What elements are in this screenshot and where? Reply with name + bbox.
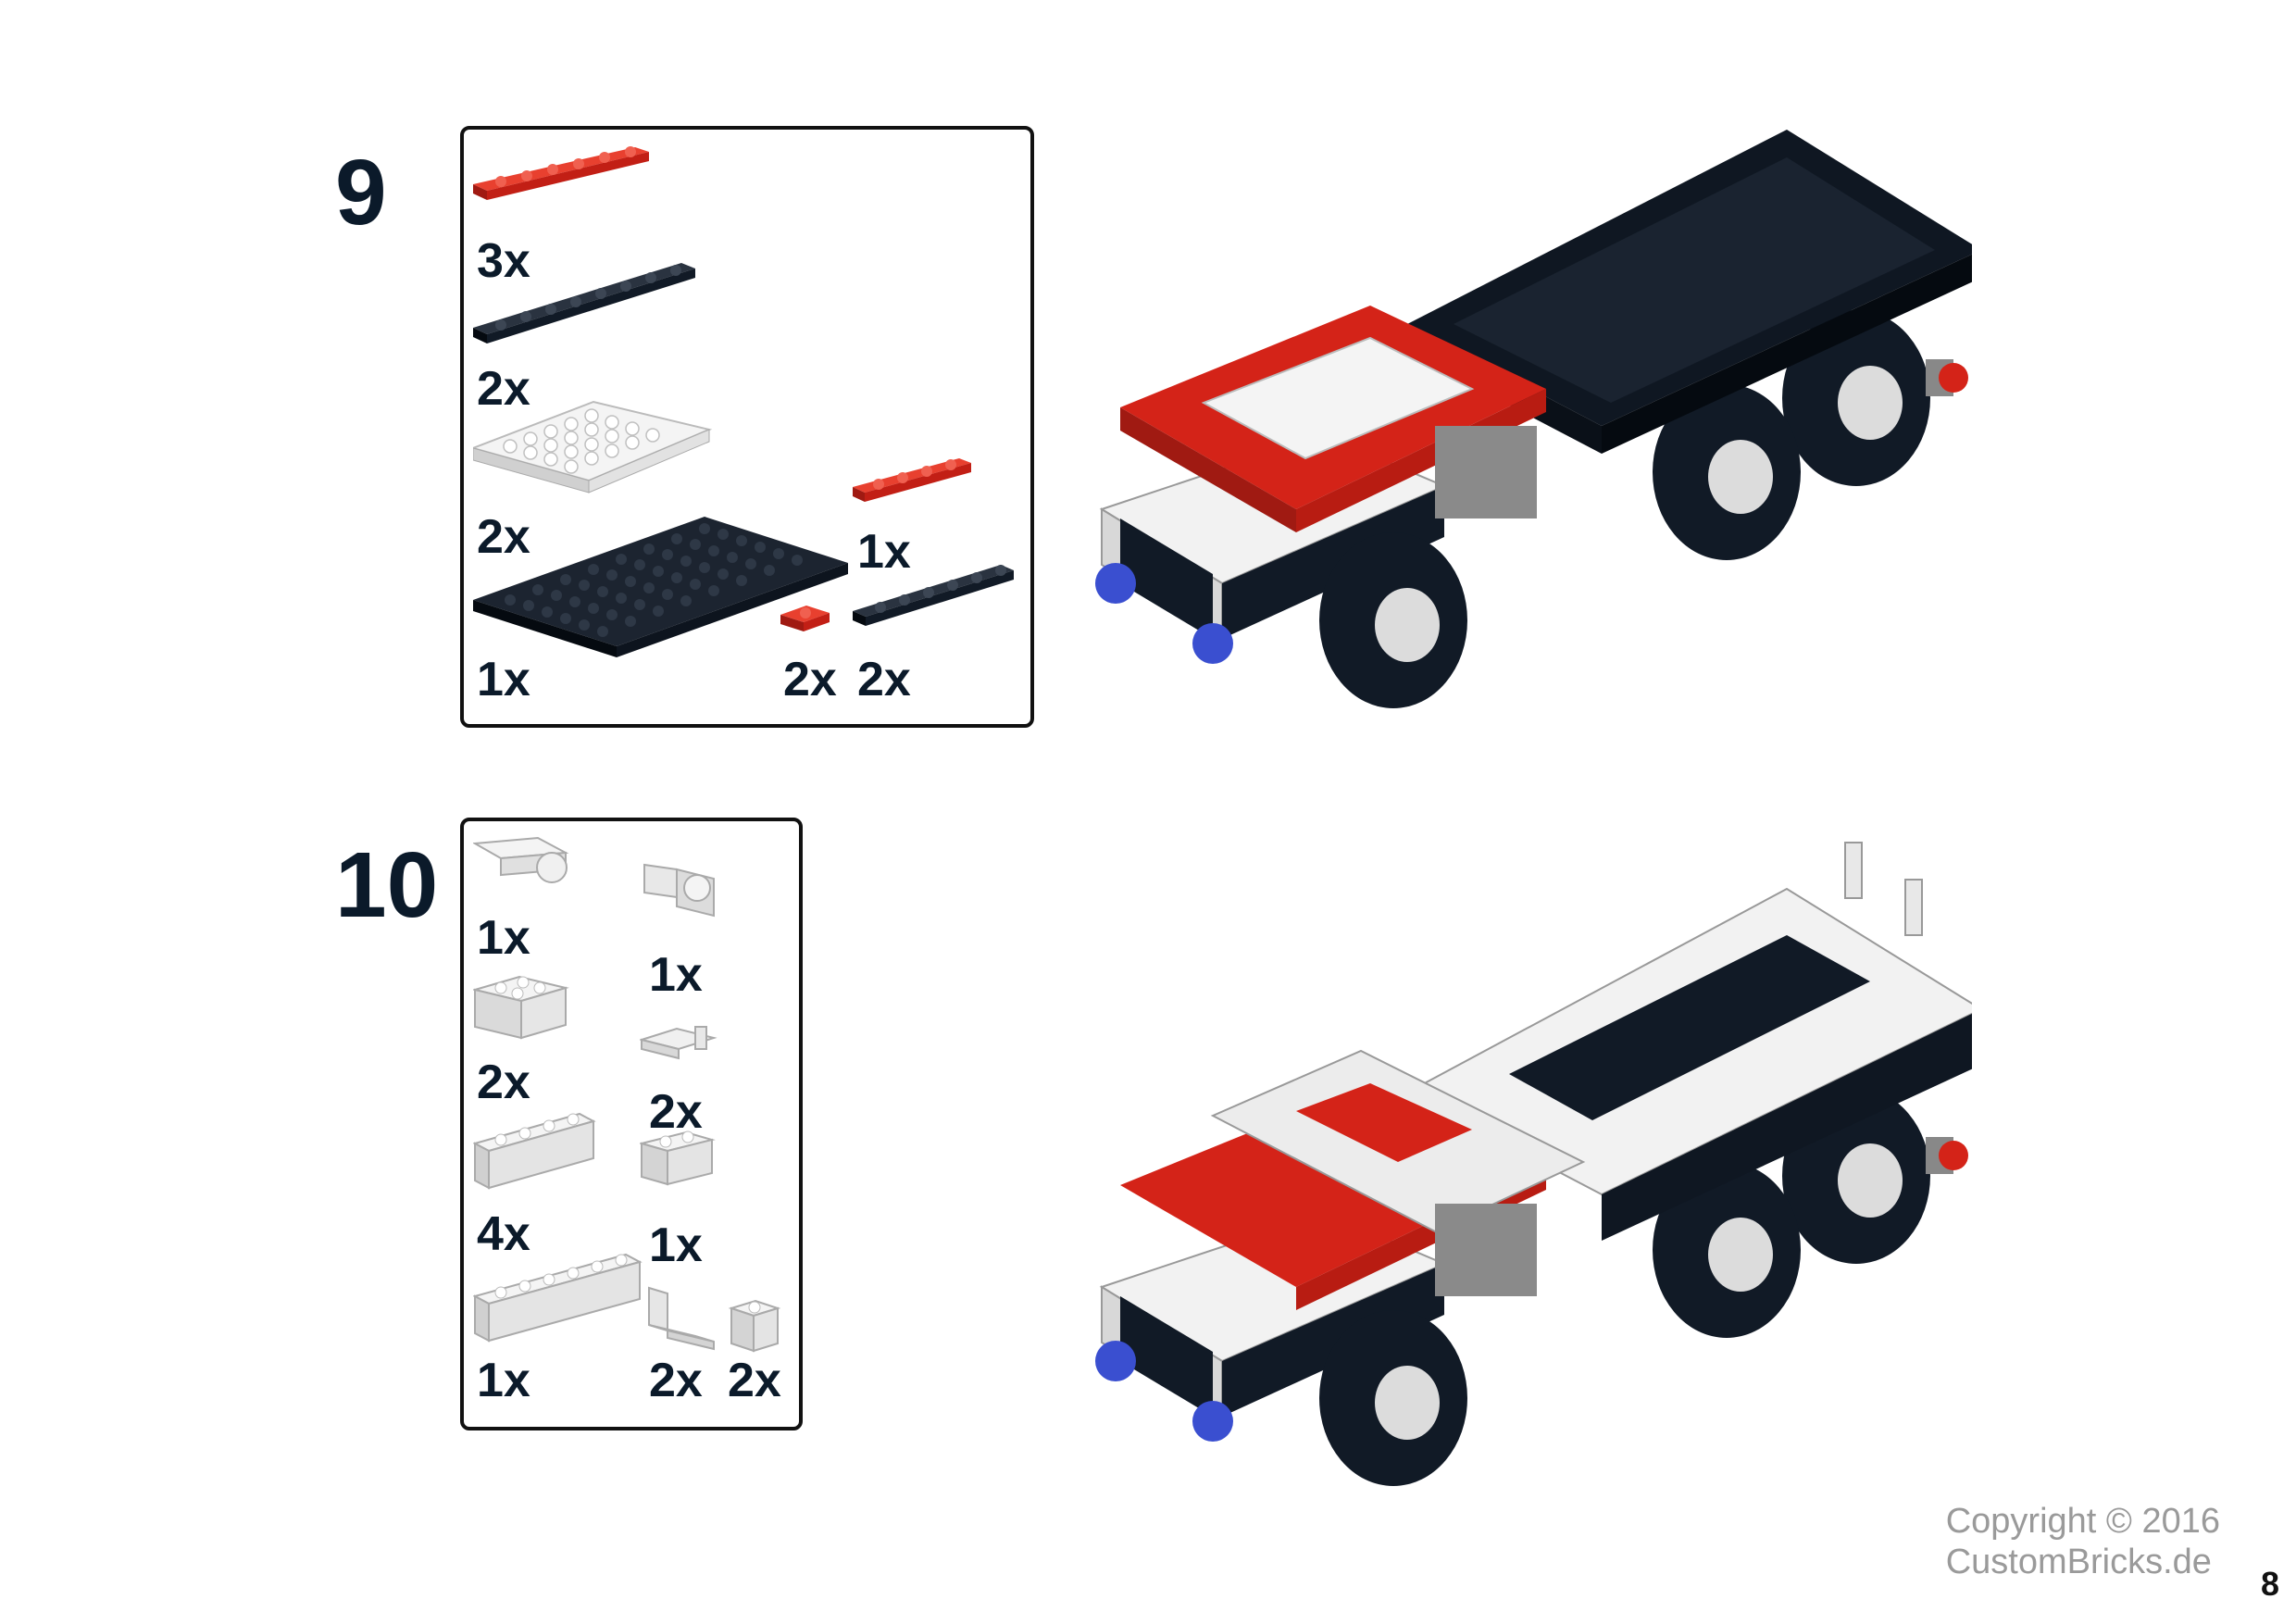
copyright-line: Copyright © 2016: [1945, 1502, 2220, 1541]
white-brick-2x2: [473, 975, 569, 1040]
white-brick-1x1: [728, 1299, 781, 1353]
part-quantity: 2x: [728, 1354, 781, 1407]
part-quantity: 2x: [649, 1085, 703, 1139]
white-hinge-brick: [643, 863, 715, 918]
copyright-notice: Copyright © 2016 CustomBricks.de: [1946, 1502, 2220, 1582]
white-brick-1x4: [473, 1112, 596, 1190]
part-quantity: 3x: [477, 234, 530, 288]
headlight: [1095, 563, 1136, 604]
part-quantity: 1x: [477, 653, 530, 706]
white-brick-1x6: [473, 1253, 643, 1343]
step-number: 9: [335, 141, 387, 244]
parts-list-box: 1x 1x 2x 2x 4x 1x: [460, 818, 803, 1430]
white-bracket: [648, 1286, 715, 1351]
red-plate-1x4: [853, 458, 971, 502]
copyright-site: CustomBricks.de: [1945, 1542, 2212, 1581]
headlight: [1192, 623, 1233, 664]
part-quantity: 2x: [649, 1354, 703, 1407]
step-number: 10: [335, 833, 439, 937]
black-plate-8x8: [473, 517, 848, 657]
black-plate-1x6: [853, 565, 1014, 626]
truck-model-step10: [1095, 842, 1972, 1486]
part-quantity: 2x: [857, 653, 911, 706]
part-quantity: 1x: [477, 911, 530, 965]
white-clip-plate: [640, 1026, 718, 1060]
page-number: 8: [2260, 1565, 2279, 1603]
headlight: [1095, 1341, 1136, 1381]
red-plate-1x6: [473, 146, 649, 200]
headlight: [1192, 1401, 1233, 1442]
part-quantity: 1x: [649, 948, 703, 1002]
red-plate-1x1: [780, 606, 830, 631]
truck-wheel: [1653, 384, 1801, 560]
black-plate-1x8: [473, 263, 695, 344]
part-quantity: 1x: [857, 525, 911, 579]
truck-wheel: [1653, 1162, 1801, 1338]
part-quantity: 1x: [477, 1354, 530, 1407]
part-quantity: 4x: [477, 1207, 530, 1261]
white-hinge-plate: [473, 836, 569, 883]
truck-model-step9: [1095, 130, 1972, 708]
part-quantity: 1x: [649, 1218, 703, 1272]
part-quantity: 2x: [783, 653, 837, 706]
white-brick-1x2: [640, 1131, 716, 1186]
truck-wheel: [1782, 310, 1930, 486]
parts-list-box: 3x 2x 2x 1x: [460, 126, 1034, 728]
white-plate-4x6: [473, 400, 713, 493]
part-quantity: 2x: [477, 362, 530, 416]
truck-wheel: [1319, 532, 1467, 708]
truck-wheel: [1319, 1310, 1467, 1486]
part-quantity: 2x: [477, 510, 530, 564]
part-quantity: 2x: [477, 1056, 530, 1109]
